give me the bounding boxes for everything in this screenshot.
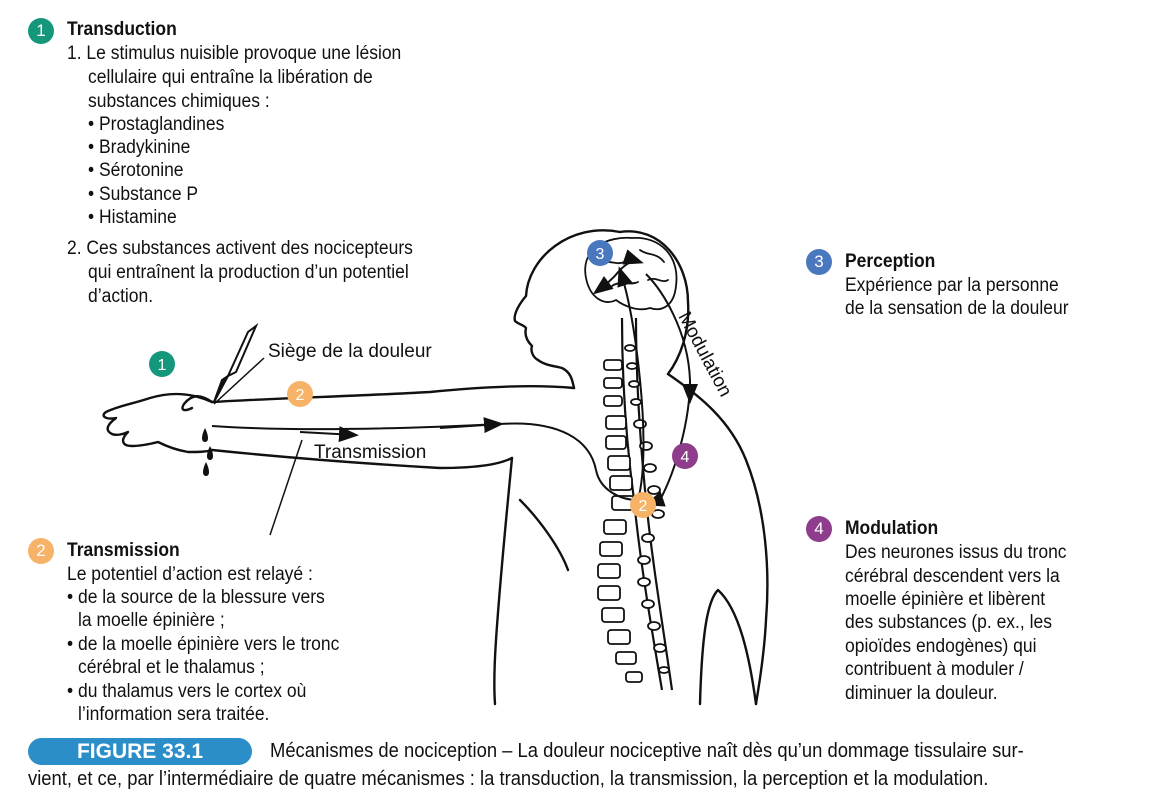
modulation-line: diminuer la douleur.	[845, 683, 998, 704]
transmission-label: Transmission	[314, 442, 426, 463]
svg-text:4: 4	[681, 449, 690, 466]
modulation-heading: Modulation	[845, 518, 939, 539]
blood-drops	[202, 428, 213, 476]
transmission-line: la moelle épinière ;	[78, 610, 225, 631]
perception-badge: 3	[806, 249, 832, 275]
transmission-item: • de la moelle épinière vers le tronc	[67, 634, 340, 655]
transmission-item: • de la source de la blessure vers	[67, 587, 325, 608]
svg-text:3: 3	[596, 246, 605, 263]
transmission-pointer	[269, 439, 303, 536]
transmission-item: • du thalamus vers le cortex où	[67, 681, 307, 702]
pain-site-label: Siège de la douleur	[268, 341, 432, 362]
transduction-line: substances chimiques :	[88, 91, 270, 112]
transduction-badge: 1	[28, 18, 54, 44]
modulation-line: des substances (p. ex., les	[845, 612, 1052, 633]
figure-marker-1: 1	[149, 351, 175, 377]
figure-marker-3: 3	[587, 240, 613, 266]
transduction-line: qui entraînent la production d’un potent…	[88, 262, 409, 283]
svg-text:1: 1	[158, 357, 167, 374]
transduction-item: • Substance P	[88, 184, 199, 205]
figure-marker-4: 4	[672, 443, 698, 469]
modulation-line: Des neurones issus du tronc	[845, 542, 1067, 563]
transduction-item: • Sérotonine	[88, 160, 184, 181]
transduction-line: d’action.	[88, 286, 154, 307]
caption-line-2: vient, et ce, par l’intermédiaire de qua…	[28, 768, 989, 790]
transduction-line: 1. Le stimulus nuisible provoque une lés…	[67, 43, 402, 64]
transmission-line: l’information sera traitée.	[78, 704, 270, 725]
modulation-line: contribuent à moduler /	[845, 659, 1024, 680]
pain-site-pointer	[213, 357, 265, 405]
transduction-line: 2. Ces substances activent des nocicepte…	[67, 238, 413, 259]
caption-line-1: Mécanismes de nociception – La douleur n…	[270, 740, 1024, 762]
transduction-line: cellulaire qui entraîne la libération de	[88, 67, 373, 88]
svg-text:2: 2	[296, 387, 305, 404]
transduction-item: • Histamine	[88, 207, 177, 228]
perception-line: de la sensation de la douleur	[845, 298, 1069, 319]
transmission-badge: 2	[28, 538, 54, 564]
modulation-line: moelle épinière et libèrent	[845, 589, 1046, 610]
transmission-heading: Transmission	[67, 540, 180, 561]
svg-text:2: 2	[639, 498, 648, 515]
modulation-label: Modulation	[674, 308, 736, 400]
transduction-item: • Prostaglandines	[88, 114, 225, 135]
modulation-line: opioïdes endogènes) qui	[845, 636, 1037, 657]
modulation-badge: 4	[806, 516, 832, 542]
modulation-line: cérébral descendent vers la	[845, 566, 1060, 587]
transmission-line: Le potentiel d’action est relayé :	[67, 564, 313, 585]
body-outline	[102, 229, 769, 706]
figure-marker-2-arm: 2	[287, 381, 313, 407]
transduction-item: • Bradykinine	[88, 137, 191, 158]
figure-number-label: FIGURE 33.1	[28, 738, 252, 765]
figure-marker-2-spine: 2	[630, 492, 656, 518]
transmission-line: cérébral et le thalamus ;	[78, 657, 265, 678]
perception-line: Expérience par la personne	[845, 275, 1059, 296]
perception-heading: Perception	[845, 251, 936, 272]
scalpel	[213, 322, 259, 403]
transduction-heading: Transduction	[67, 19, 177, 40]
